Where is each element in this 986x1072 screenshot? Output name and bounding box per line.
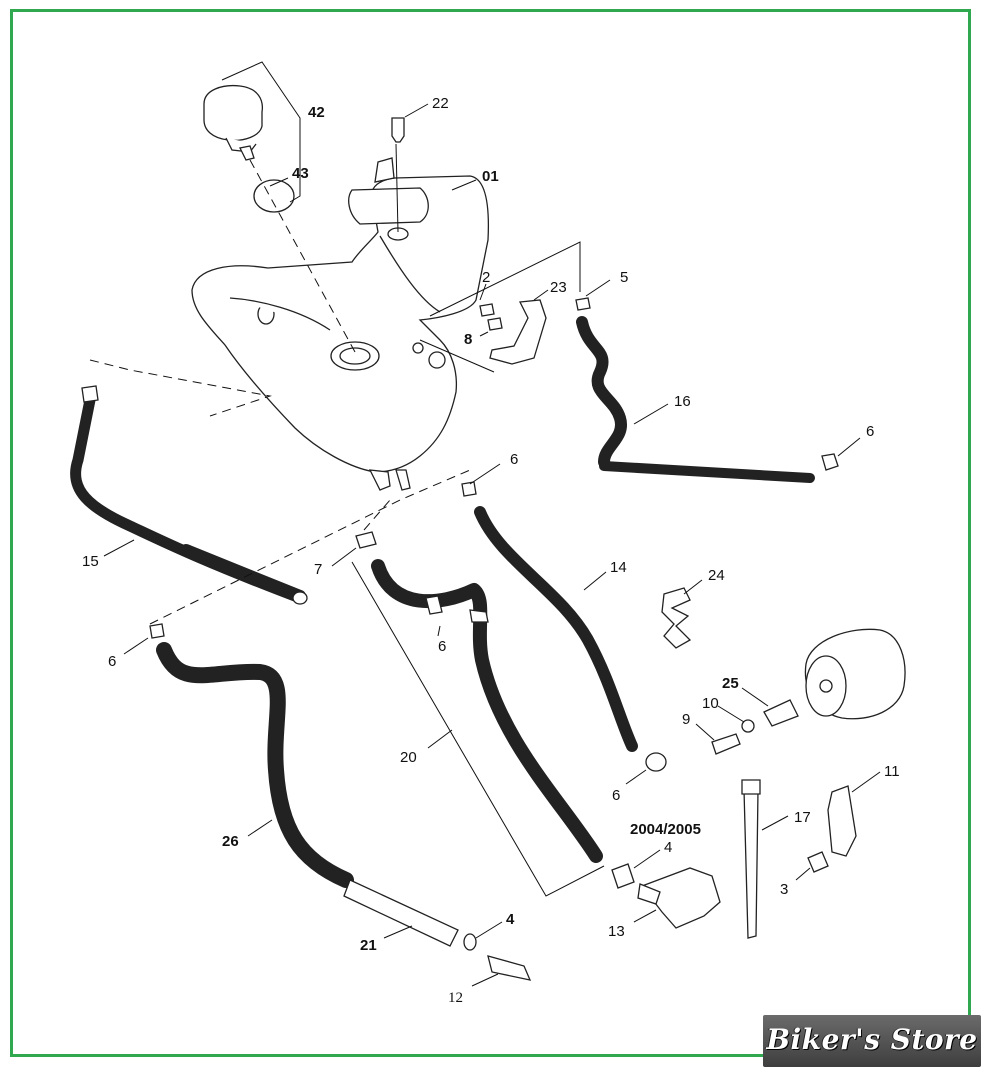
label-10: 10 — [702, 695, 719, 712]
label-25: 25 — [722, 675, 739, 692]
label-7: 7 — [314, 561, 322, 578]
clip-24 — [661, 587, 692, 649]
watermark-text: Biker's Store — [766, 1023, 978, 1056]
label-15: 15 — [82, 553, 99, 570]
hose-26 — [149, 623, 459, 947]
label-21: 21 — [360, 937, 377, 954]
mounting-bracket — [419, 241, 591, 373]
label-26: 26 — [222, 833, 239, 850]
dipstick-17 — [741, 779, 857, 939]
label-6-left: 6 — [108, 653, 116, 670]
label-43: 43 — [292, 165, 309, 182]
label-01: 01 — [482, 168, 499, 185]
label-13: 13 — [608, 923, 625, 940]
hose-20 — [351, 531, 605, 897]
label-6-center: 6 — [510, 451, 518, 468]
hose-14 — [461, 481, 667, 772]
label-4-upper: 4 — [664, 839, 672, 856]
label-6-hose20: 6 — [438, 638, 446, 655]
store-watermark: Biker's Store — [763, 1015, 981, 1067]
filler-cap — [203, 61, 356, 353]
part-labels: 42 22 43 01 2 23 5 8 16 6 6 15 7 14 24 6… — [82, 95, 900, 1006]
diagram-frame — [10, 9, 971, 1057]
label-2: 2 — [482, 269, 490, 286]
connection-line — [363, 499, 391, 531]
label-9: 9 — [682, 711, 690, 728]
hose-16 — [576, 316, 839, 483]
label-6-right: 6 — [866, 423, 874, 440]
leader-lines — [103, 103, 881, 987]
hose-15 — [70, 359, 308, 605]
label-4-lower: 4 — [506, 911, 515, 928]
drain-plug-12 — [463, 933, 532, 981]
drain-fitting-13 — [611, 863, 721, 929]
label-20: 20 — [400, 749, 417, 766]
oil-filter — [711, 628, 906, 755]
label-5: 5 — [620, 269, 628, 286]
label-6-lower: 6 — [612, 787, 620, 804]
label-24: 24 — [708, 567, 725, 584]
label-8: 8 — [464, 331, 472, 348]
label-22: 22 — [432, 95, 449, 112]
label-12: 12 — [448, 990, 463, 1006]
vent-fitting — [391, 117, 405, 233]
connection-line — [149, 469, 471, 625]
label-3: 3 — [780, 881, 788, 898]
label-years: 2004/2005 — [630, 821, 701, 838]
label-11: 11 — [884, 763, 900, 780]
label-42: 42 — [308, 104, 325, 121]
label-23: 23 — [550, 279, 567, 296]
label-17: 17 — [794, 809, 811, 826]
label-16: 16 — [674, 393, 691, 410]
label-14: 14 — [610, 559, 627, 576]
